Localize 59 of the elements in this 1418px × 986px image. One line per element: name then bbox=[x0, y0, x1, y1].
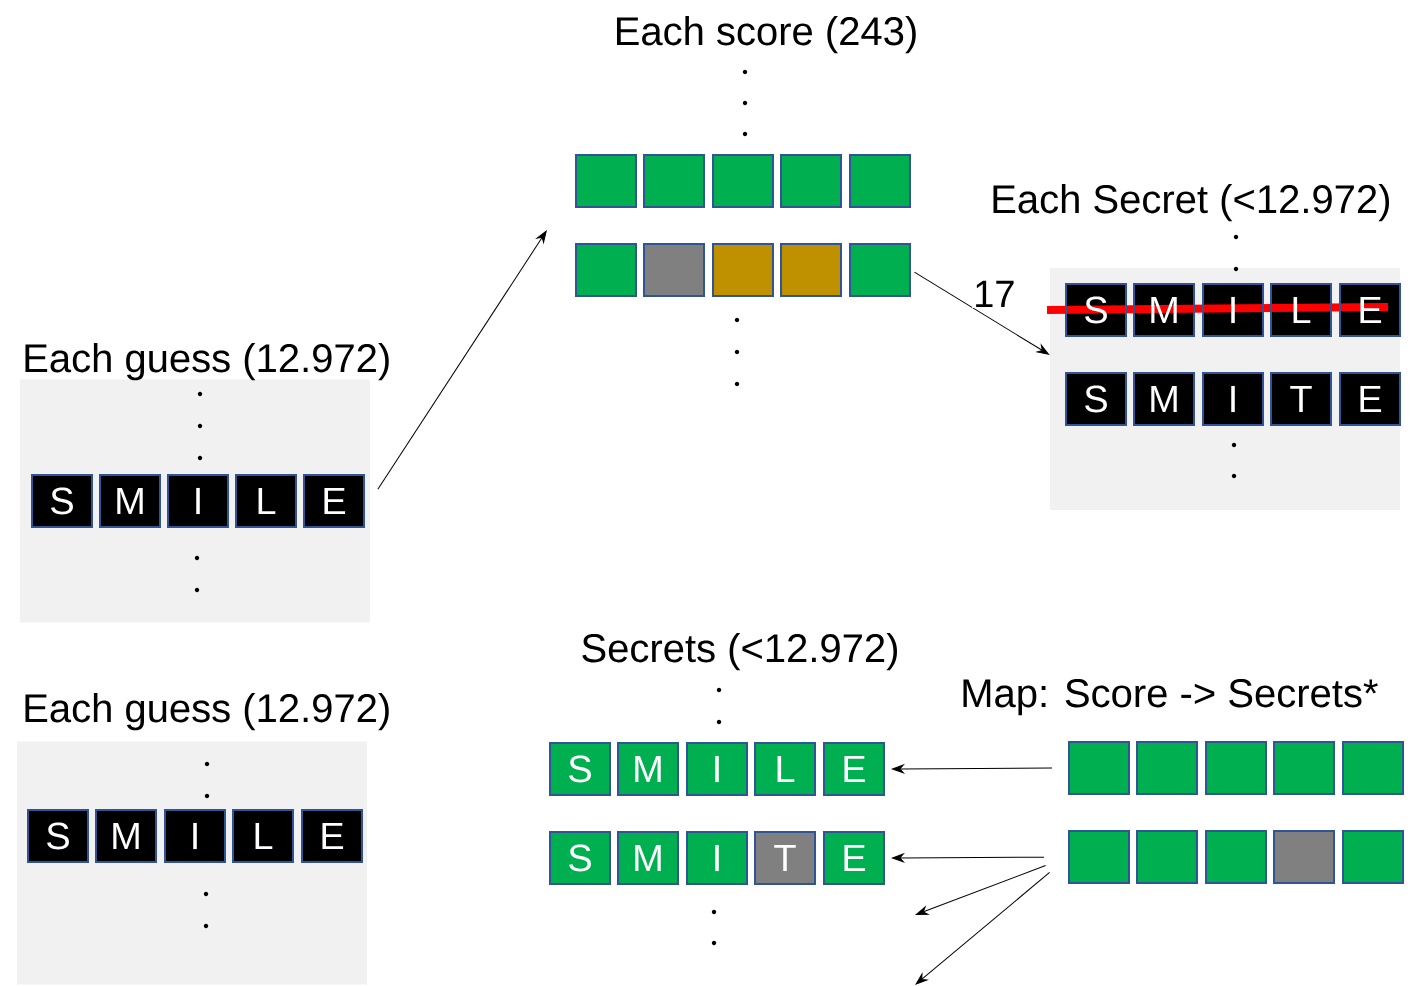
score-tile bbox=[1273, 741, 1335, 795]
letter-tile: M bbox=[1133, 372, 1195, 426]
score-tile bbox=[712, 154, 774, 208]
score-tile bbox=[1136, 830, 1198, 884]
score-tile bbox=[849, 243, 911, 297]
letter-tile: E bbox=[823, 831, 885, 885]
score-tile bbox=[1068, 830, 1130, 884]
score-tile bbox=[1342, 741, 1404, 795]
letter-tile: M bbox=[95, 809, 157, 863]
letter-tile: I bbox=[1202, 372, 1264, 426]
letter-tile: I bbox=[167, 474, 229, 528]
score-tile bbox=[643, 154, 705, 208]
score-tile bbox=[1205, 830, 1267, 884]
letter-tile: L bbox=[235, 474, 297, 528]
arrow bbox=[915, 865, 1047, 915]
letter-tile: E bbox=[303, 474, 365, 528]
letter-tile: M bbox=[617, 742, 679, 796]
score-tile bbox=[575, 154, 637, 208]
score-tile bbox=[849, 154, 911, 208]
score-tile bbox=[1068, 741, 1130, 795]
letter-tile: I bbox=[686, 742, 748, 796]
letter-tile: I bbox=[164, 809, 226, 863]
letter-tile: S bbox=[31, 474, 93, 528]
letter-tile: E bbox=[823, 742, 885, 796]
score-tile bbox=[1273, 830, 1335, 884]
heading: Each score (243) bbox=[617, 16, 916, 54]
letter-tile: S bbox=[1065, 372, 1127, 426]
letter-tile: L bbox=[754, 742, 816, 796]
letter-tile: T bbox=[1270, 372, 1332, 426]
arrow bbox=[892, 853, 1045, 863]
arrow bbox=[915, 871, 1051, 985]
score-tile bbox=[643, 243, 705, 297]
arrow bbox=[377, 230, 547, 490]
score-tile bbox=[712, 243, 774, 297]
score-tile bbox=[1205, 741, 1267, 795]
heading: Map: Score -> Secrets* bbox=[963, 679, 1378, 716]
arrow bbox=[913, 271, 1050, 355]
letter-tile: I bbox=[686, 831, 748, 885]
letter-tile: E bbox=[1339, 372, 1401, 426]
heading: Secrets (<12.972) bbox=[582, 633, 897, 671]
letter-tile: T bbox=[754, 831, 816, 885]
score-tile bbox=[1342, 830, 1404, 884]
arrow bbox=[892, 764, 1053, 774]
letter-tile: S bbox=[27, 809, 89, 863]
node-label: Each guess (12.972) bbox=[25, 693, 389, 731]
letter-tile: I bbox=[1202, 283, 1264, 337]
score-tile bbox=[780, 154, 842, 208]
letter-tile: S bbox=[549, 831, 611, 885]
edge-label: 17 bbox=[972, 279, 1017, 308]
letter-tile: E bbox=[301, 809, 363, 863]
score-tile bbox=[575, 243, 637, 297]
node-label: Each guess (12.972) bbox=[25, 343, 389, 381]
score-tile bbox=[780, 243, 842, 297]
letter-tile: M bbox=[617, 831, 679, 885]
score-tile bbox=[1136, 741, 1198, 795]
letter-tile: S bbox=[549, 742, 611, 796]
letter-tile: M bbox=[99, 474, 161, 528]
node-label: Each Secret (<12.972) bbox=[993, 184, 1390, 222]
letter-tile: L bbox=[232, 809, 294, 863]
